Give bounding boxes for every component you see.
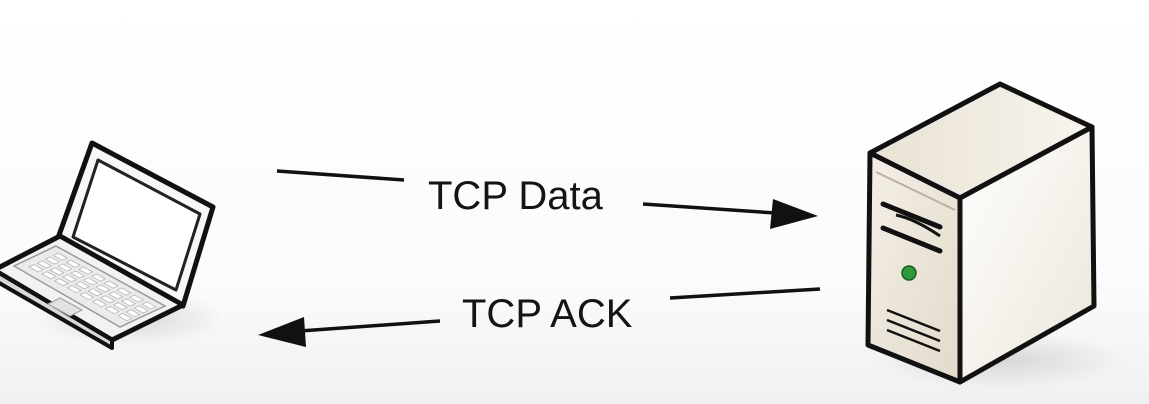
laptop-screen <box>71 158 202 292</box>
tcp-data-line-right <box>642 202 776 215</box>
laptop-key <box>61 274 78 283</box>
laptop-key <box>44 256 60 265</box>
laptop-key <box>49 267 65 276</box>
server-side <box>957 124 1097 385</box>
server-drive-bay-1 <box>880 201 943 230</box>
server-power-led <box>901 265 917 281</box>
laptop-key <box>79 292 95 301</box>
laptop-key <box>91 299 108 308</box>
laptop-key <box>90 273 107 282</box>
laptop-key <box>103 280 119 289</box>
laptop-key <box>66 285 82 294</box>
laptop-key <box>120 298 137 307</box>
laptop-key <box>69 270 86 279</box>
laptop-key <box>117 313 133 322</box>
server-tower-icon <box>865 81 1125 388</box>
laptop-key <box>77 266 94 275</box>
server-vent-3 <box>886 328 941 353</box>
tcp-data-arrow <box>276 169 818 229</box>
laptop-key <box>65 259 81 268</box>
laptop-key <box>57 263 73 272</box>
laptop-key <box>74 281 90 290</box>
laptop-key <box>82 277 99 286</box>
laptop-key <box>112 302 128 311</box>
laptop-key <box>128 294 145 303</box>
laptop-key <box>141 301 157 310</box>
laptop-base-edge <box>0 271 114 350</box>
tcp-ack-arrow <box>258 287 821 347</box>
tcp-ack-line-right <box>669 287 821 300</box>
laptop-key <box>87 288 103 297</box>
tcp-data-arrowhead <box>770 199 818 229</box>
server-bezel-line <box>875 171 956 211</box>
laptop-key <box>36 260 52 269</box>
laptop-icon <box>0 140 225 350</box>
tcp-data-label: TCP Data <box>428 174 603 218</box>
laptop-key <box>116 287 132 296</box>
tcp-ack-arrowhead <box>258 317 306 347</box>
laptop-key <box>107 291 124 300</box>
laptop-key <box>28 264 44 273</box>
laptop-touchpad <box>46 297 84 317</box>
server-drive-bay-1-lip <box>895 213 941 238</box>
laptop-key <box>53 278 70 287</box>
laptop-keys <box>28 252 157 322</box>
laptop-key <box>125 309 141 318</box>
laptop-key <box>95 284 111 293</box>
tcp-ack-line-left <box>299 319 441 333</box>
server-vent-2 <box>886 318 941 343</box>
tcp-data-line-left <box>276 169 405 182</box>
server-vent-1 <box>886 308 941 333</box>
laptop-key <box>52 252 69 261</box>
laptop-key <box>99 295 116 304</box>
server-drive-bay-2 <box>880 225 943 254</box>
laptop-key <box>133 305 149 314</box>
tcp-ack-label: TCP ACK <box>462 292 633 336</box>
laptop-key <box>104 306 120 315</box>
laptop-key <box>41 271 57 280</box>
